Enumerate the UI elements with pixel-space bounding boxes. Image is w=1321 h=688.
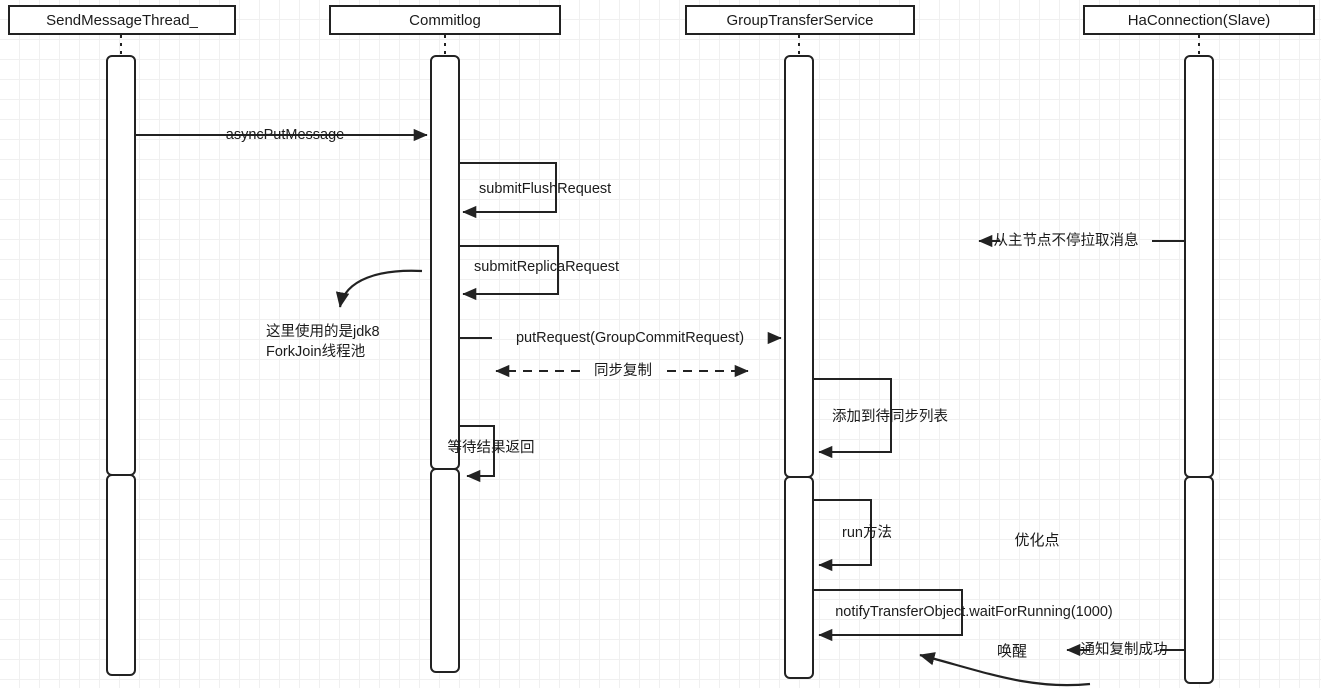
participant-header-haconnection[interactable]: HaConnection(Slave)	[1083, 5, 1315, 35]
participant-label-haconnection: HaConnection(Slave)	[1127, 11, 1271, 29]
annotation-wakeup: 唤醒	[996, 643, 1028, 660]
participant-header-grouptransferservice[interactable]: GroupTransferService	[685, 5, 915, 35]
participant-label-sendmessagethread: SendMessageThread_	[46, 11, 198, 29]
activation-bars	[106, 55, 1214, 684]
message-label-wait-result: 等待结果返回	[447, 440, 535, 456]
activation-sendmessagethread-1	[106, 55, 136, 476]
message-submitflushrequest	[459, 162, 557, 219]
message-label-submitflushrequest: submitFlushRequest	[479, 181, 612, 197]
lifeline-dashes	[120, 35, 1200, 57]
message-label-pull-from-master: 从主节点不停拉取消息	[993, 233, 1139, 249]
message-label-submitreplicarequest: submitReplicaRequest	[474, 259, 620, 275]
annotation-curved-arrows	[335, 269, 1091, 687]
participant-header-commitlog[interactable]: Commitlog	[329, 5, 561, 35]
message-wait-result	[459, 425, 495, 483]
participant-header-sendmessagethread[interactable]: SendMessageThread_	[8, 5, 236, 35]
message-label-putrequest: putRequest(GroupCommitRequest)	[515, 330, 745, 346]
message-submitreplicarequest	[459, 245, 559, 301]
activation-commitlog-1	[430, 55, 460, 470]
message-run-method	[813, 499, 872, 572]
message-add-to-sync-list	[813, 378, 892, 459]
activation-haconnection-2	[1184, 476, 1214, 684]
activation-haconnection-1	[1184, 55, 1214, 478]
activation-commitlog-2	[430, 468, 460, 673]
message-label-notify-transfer-object: notifyTransferObject.waitForRunning(1000…	[835, 604, 1113, 620]
activation-grouptransferservice-2	[784, 476, 814, 679]
participant-label-commitlog: Commitlog	[409, 11, 481, 29]
annotation-arrow-forkjoin	[335, 269, 423, 308]
message-label-add-to-sync-list: 添加到待同步列表	[832, 409, 948, 425]
annotation-arrow-wakeup	[919, 652, 1091, 687]
activation-grouptransferservice-1	[784, 55, 814, 478]
annotation-forkjoin-line1: 这里使用的是jdk8	[266, 324, 380, 340]
annotation-optimization-point: 优化点	[1014, 532, 1060, 549]
message-arrows	[135, 128, 1185, 657]
message-label-sync-replication: 同步复制	[594, 363, 652, 379]
activation-sendmessagethread-2	[106, 474, 136, 676]
annotation-forkjoin: 这里使用的是jdk8 ForkJoin线程池	[266, 323, 380, 362]
message-label-asyncputmessage: asyncPutMessage	[225, 127, 345, 143]
participant-label-grouptransferservice: GroupTransferService	[726, 11, 874, 29]
message-label-notify-replication-success: 通知复制成功	[1080, 642, 1168, 658]
annotation-forkjoin-line2: ForkJoin线程池	[266, 343, 366, 360]
message-notify-transfer-object	[813, 589, 963, 642]
message-label-run-method: run方法	[842, 525, 892, 541]
